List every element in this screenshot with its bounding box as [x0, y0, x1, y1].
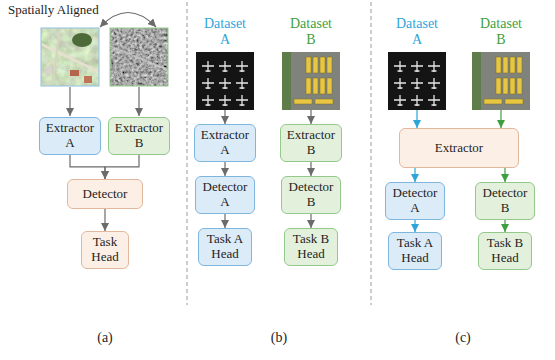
module-box: Detector B	[281, 176, 341, 214]
module-label: Detector B	[286, 180, 336, 210]
dataset-image: Dataset B	[472, 16, 530, 110]
sar-ground	[110, 28, 168, 86]
module-box: Detector A	[195, 176, 255, 214]
flow-arrow	[310, 214, 311, 228]
panel-caption: (a)	[97, 330, 113, 346]
panel-divider	[187, 2, 188, 305]
module-box: Task A Head	[388, 232, 442, 270]
flow-arrow	[504, 220, 505, 232]
module-box: Extractor B	[280, 124, 342, 162]
module-box: Task B Head	[284, 228, 338, 266]
dataset-image: Dataset A	[196, 16, 254, 110]
module-box: Task Head	[81, 231, 129, 269]
flow-arrow	[224, 162, 225, 176]
module-label: Task A Head	[393, 236, 437, 266]
roof	[84, 76, 92, 83]
road	[52, 28, 60, 86]
image-frame	[110, 28, 168, 86]
bus-image	[472, 52, 530, 110]
module-label: Task Head	[87, 235, 123, 265]
module-label: Task B Head	[289, 232, 333, 262]
flow-arrow	[70, 155, 105, 179]
module-label: Extractor B	[285, 128, 337, 158]
module-box: Detector B	[475, 182, 535, 220]
tree-patch	[72, 33, 92, 47]
roof	[70, 70, 79, 76]
module-label: Extractor B	[113, 121, 165, 151]
module-label: Detector B	[480, 186, 530, 216]
flow-arrow	[504, 168, 505, 182]
module-box: Extractor	[399, 128, 519, 168]
dataset-heading: Dataset B	[285, 16, 337, 48]
dataset-heading: Dataset B	[475, 16, 527, 48]
flow-arrow	[224, 214, 225, 228]
module-box: Extractor A	[194, 124, 256, 162]
flow-arrow	[224, 110, 225, 124]
dataset-heading: Dataset A	[199, 16, 251, 48]
airplane-image	[196, 52, 254, 110]
alignment-arc	[100, 13, 156, 28]
module-box: Extractor B	[108, 117, 170, 155]
module-box: Task A Head	[198, 228, 252, 266]
flow-arrow	[414, 220, 415, 232]
module-box: Task B Head	[478, 232, 532, 270]
flow-arrow	[414, 168, 415, 182]
module-box: Detector A	[385, 182, 445, 220]
module-label: Detector A	[200, 180, 250, 210]
input-arrow	[138, 87, 139, 116]
bus-image	[282, 52, 340, 110]
flow-arrow	[105, 155, 139, 179]
image-frame	[41, 28, 99, 86]
sar-feature	[110, 46, 168, 70]
module-box: Detector	[67, 179, 143, 209]
module-box: Extractor A	[39, 117, 101, 155]
module-label: Task B Head	[483, 236, 527, 266]
panel-caption: (b)	[271, 330, 287, 346]
airplane-image	[388, 52, 446, 110]
dataset-image: Dataset A	[388, 16, 446, 110]
module-label: Detector	[83, 187, 128, 202]
aerial-ground	[41, 28, 99, 86]
panel-caption: (c)	[455, 330, 471, 346]
flow-arrow	[416, 110, 417, 128]
module-label: Extractor	[435, 141, 483, 156]
flow-arrow	[310, 110, 311, 124]
input-arrow	[69, 87, 70, 116]
panel-divider	[371, 2, 372, 305]
roof	[46, 66, 52, 74]
flow-arrow	[104, 209, 105, 231]
module-label: Task A Head	[203, 232, 247, 262]
dataset-image: Dataset B	[282, 16, 340, 110]
panel-note: Spatially Aligned	[8, 3, 99, 18]
flow-arrow	[310, 162, 311, 176]
module-label: Detector A	[390, 186, 440, 216]
flow-arrow	[500, 110, 501, 128]
module-label: Extractor A	[44, 121, 96, 151]
optical-image	[41, 28, 99, 86]
dataset-heading: Dataset A	[391, 16, 443, 48]
module-label: Extractor A	[199, 128, 251, 158]
sar-image	[110, 28, 168, 86]
